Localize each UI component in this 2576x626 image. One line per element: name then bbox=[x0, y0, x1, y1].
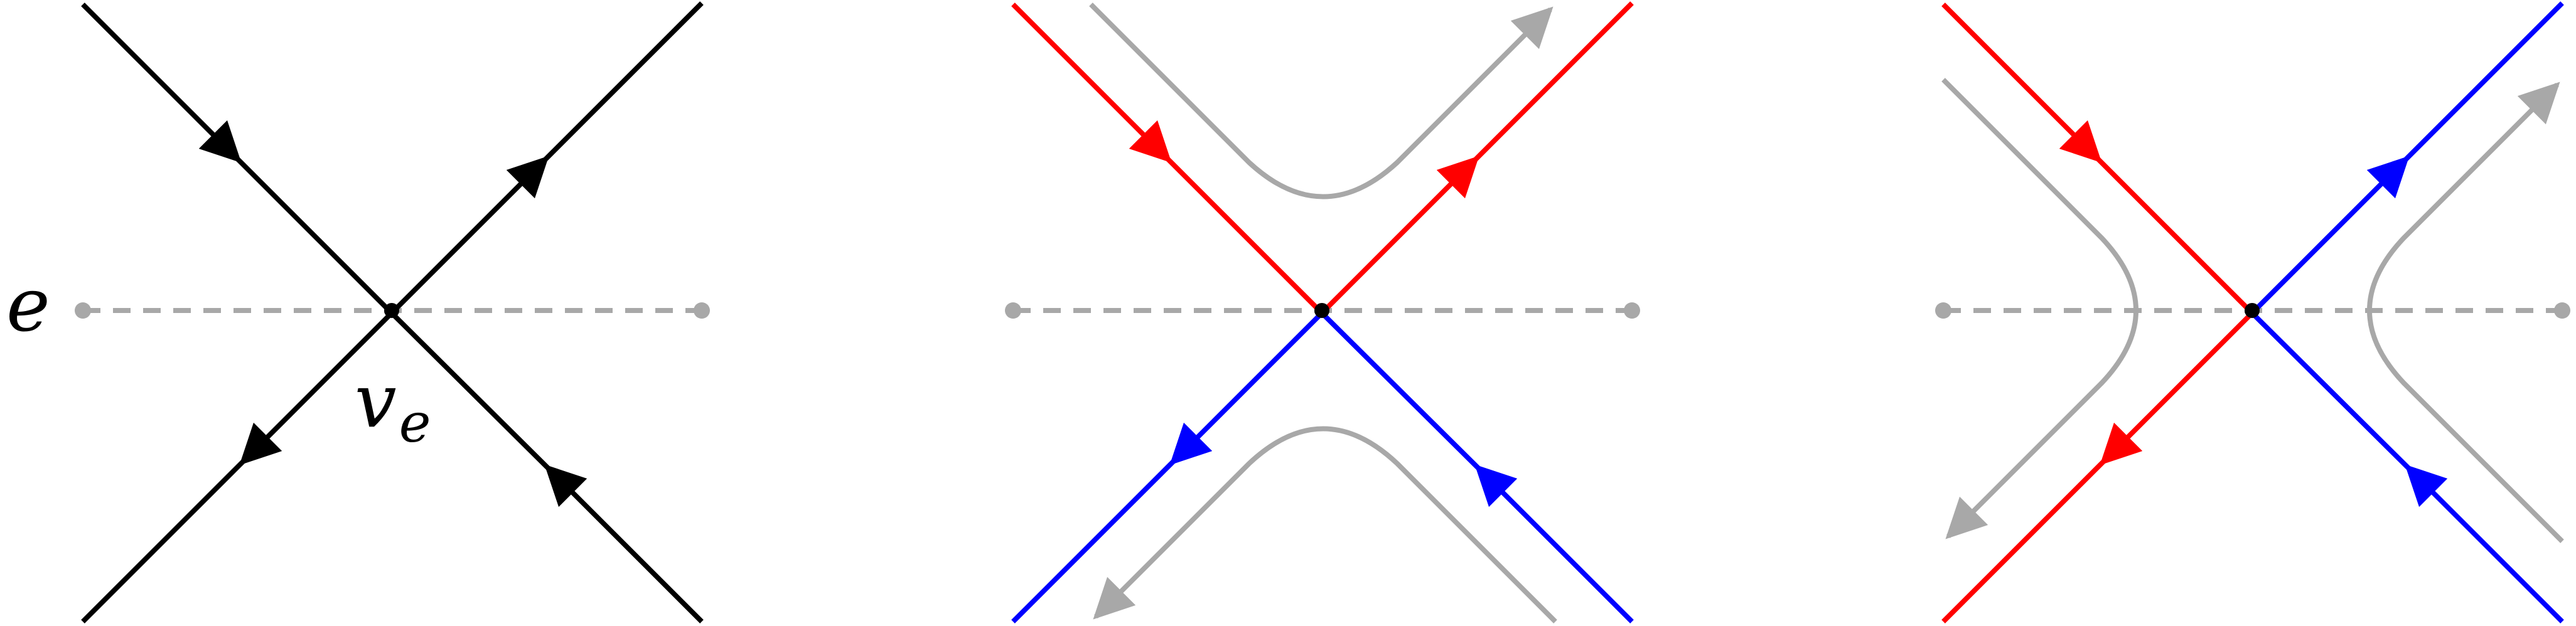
panel-vertical-smoothing bbox=[1935, 1, 2570, 623]
smoothing-strand-bottom bbox=[1093, 426, 1557, 623]
edge-bottom-right-blue bbox=[1320, 311, 1634, 623]
vertex-label: ve bbox=[355, 358, 431, 455]
dashed-edge-endpoint-right bbox=[2554, 302, 2570, 319]
edge-bottom-right-blue bbox=[2250, 311, 2564, 623]
dashed-edge-endpoint-right bbox=[694, 302, 710, 319]
edge-label: e bbox=[6, 262, 50, 348]
dashed-edge-endpoint-right bbox=[1624, 302, 1640, 319]
edge-top-left-incoming bbox=[81, 3, 394, 315]
panel-horizontal-smoothing bbox=[1005, 1, 1640, 623]
panel-original-crossing: e ve bbox=[6, 1, 710, 623]
edge-top-left-red bbox=[1011, 3, 1324, 315]
edge-top-right-outgoing bbox=[390, 1, 704, 315]
edge-top-right-red bbox=[1320, 1, 1634, 315]
edge-top-right-blue bbox=[2250, 1, 2564, 315]
smoothing-strand-right bbox=[2367, 82, 2564, 543]
edge-bottom-left-blue bbox=[1011, 311, 1324, 623]
vertex-label-main: v bbox=[355, 358, 397, 444]
dashed-edge-endpoint-left bbox=[75, 302, 91, 319]
vertex-label-subscript: e bbox=[399, 392, 431, 455]
smoothing-strand-top bbox=[1089, 3, 1554, 199]
edge-bottom-right-incoming bbox=[390, 311, 704, 623]
vertex-dot bbox=[384, 303, 399, 318]
edge-bottom-left-outgoing bbox=[81, 311, 394, 623]
vertex-dot bbox=[1314, 303, 1329, 318]
dashed-edge-endpoint-left bbox=[1005, 302, 1021, 319]
edge-bottom-left-red bbox=[1941, 311, 2254, 623]
edge-top-left-red bbox=[1941, 3, 2254, 315]
smoothing-strand-left bbox=[1941, 78, 2139, 539]
vertex-dot bbox=[2245, 303, 2260, 318]
dashed-edge-endpoint-left bbox=[1935, 302, 1951, 319]
